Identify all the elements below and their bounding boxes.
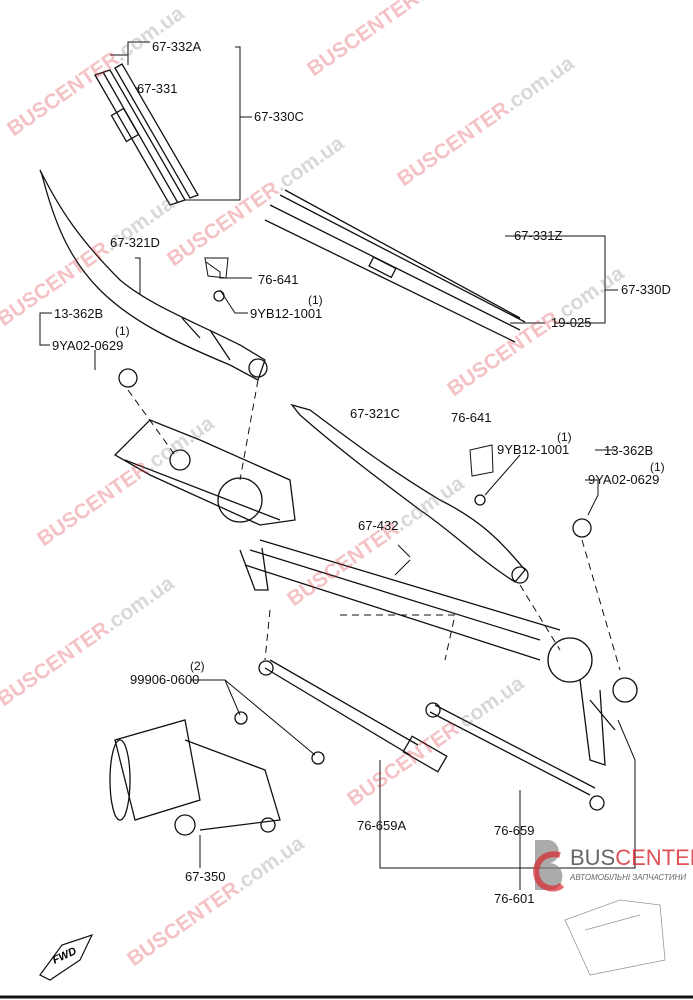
part-label-67-432: 67-432	[358, 518, 399, 533]
nut-icon	[213, 290, 225, 302]
part-label-76-659: 76-659	[494, 823, 535, 838]
logo-name: BUSCENTER	[570, 845, 693, 871]
wiper-arm-left	[39, 169, 268, 381]
part-label-76-641: 76-641	[258, 272, 299, 287]
wiper-linkage	[113, 419, 638, 766]
part-label-67-332A: 67-332A	[152, 39, 202, 54]
wiper-blade-right	[264, 189, 526, 343]
part-label-9YB12-1001: 9YB12-1001	[250, 306, 323, 321]
buscenter-logo: BUSCENTER АВТОМОБІЛЬНІ ЗАПЧАСТИНИ	[520, 835, 693, 895]
quantity: (1)	[115, 324, 130, 338]
car-sketch-icon	[564, 899, 666, 976]
part-label-76-601: 76-601	[494, 891, 535, 906]
quantity: (1)	[650, 460, 665, 474]
quantity: (1)	[308, 293, 323, 307]
part-label-13-362B: 13-362B	[54, 306, 104, 321]
link-rods	[258, 659, 605, 811]
forward-arrow-icon	[39, 933, 94, 981]
logo-subtitle: АВТОМОБІЛЬНІ ЗАПЧАСТИНИ	[570, 873, 687, 882]
part-label-76-641: 76-641	[451, 410, 492, 425]
part-label-67-330C: 67-330C	[254, 109, 304, 124]
part-label-13-362B: 13-362B	[604, 443, 654, 458]
part-label-9YB12-1001: 9YB12-1001	[497, 442, 570, 457]
quantity: (1)	[557, 430, 572, 444]
part-label-99906-0600: 99906-0600	[130, 672, 200, 687]
assembly-guides	[127, 379, 621, 671]
logo-mark-icon	[533, 840, 565, 892]
part-label-67-331: 67-331	[137, 81, 178, 96]
wiper-motor	[109, 719, 281, 836]
quantity: (2)	[190, 659, 205, 673]
part-label-9YA02-0629: 9YA02-0629	[588, 472, 660, 487]
part-label-76-659A: 76-659A	[357, 818, 407, 833]
logo-name-part1: BUS	[570, 845, 616, 870]
part-label-19-025: 19-025	[551, 315, 592, 330]
part-label-67-321D: 67-321D	[110, 235, 160, 250]
part-label-9YA02-0629: 9YA02-0629	[52, 338, 124, 353]
part-label-67-331Z: 67-331Z	[514, 228, 563, 243]
part-label-67-330D: 67-330D	[621, 282, 671, 297]
wiper-arm-right	[290, 403, 529, 584]
logo-name-part2: CENTER	[615, 845, 693, 870]
part-label-67-350: 67-350	[185, 869, 226, 884]
part-label-67-321C: 67-321C	[350, 406, 400, 421]
